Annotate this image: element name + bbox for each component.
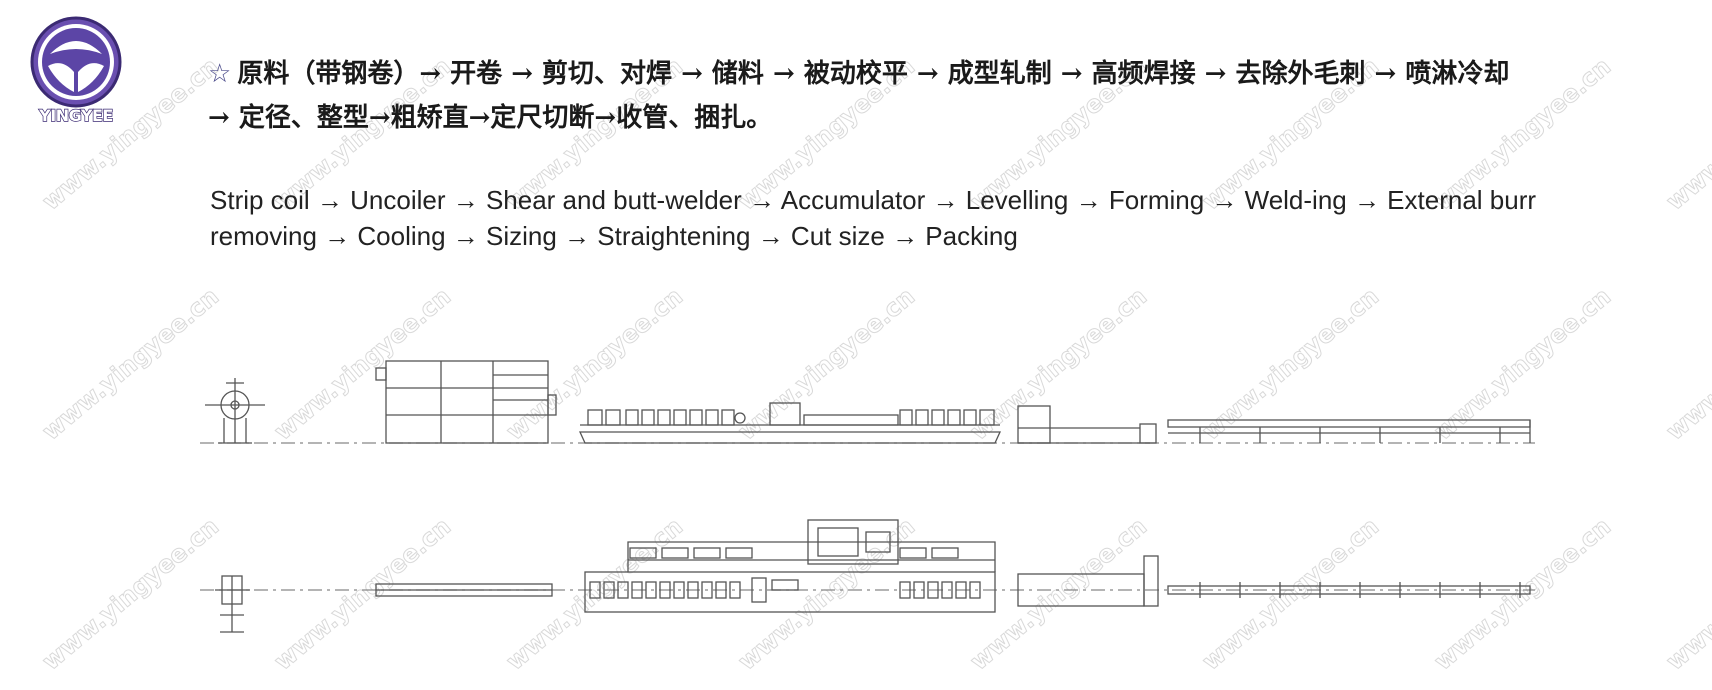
logo-wordmark: YINGYEE: [38, 105, 114, 125]
star-outline-icon: ☆: [208, 59, 232, 89]
process-description-chinese: ☆原料（带钢卷）→ 开卷 → 剪切、对焊 → 储料 → 被动校平 → 成型轧制 …: [208, 52, 1538, 140]
accumulator-elevation: [375, 360, 557, 444]
logo-emblem-icon: [30, 16, 122, 108]
cut-off-saw-elevation: [1017, 405, 1157, 444]
accumulator-plan: [375, 583, 553, 597]
process-chinese-text: 原料（带钢卷）→ 开卷 → 剪切、对焊 → 储料 → 被动校平 → 成型轧制 →…: [208, 59, 1510, 133]
cut-off-saw-plan: [1017, 555, 1159, 607]
process-description-english: Strip coil → Uncoiler → Shear and butt-w…: [210, 185, 1537, 251]
run-out-table-elevation: [1167, 419, 1531, 443]
run-out-table-plan: [1167, 582, 1531, 598]
forming-mill-plan: [584, 519, 996, 613]
brand-logo: YINGYEE: [28, 14, 124, 130]
uncoiler-plan: [215, 575, 250, 633]
uncoiler-elevation: [205, 378, 265, 444]
forming-mill-elevation: [578, 402, 1002, 444]
